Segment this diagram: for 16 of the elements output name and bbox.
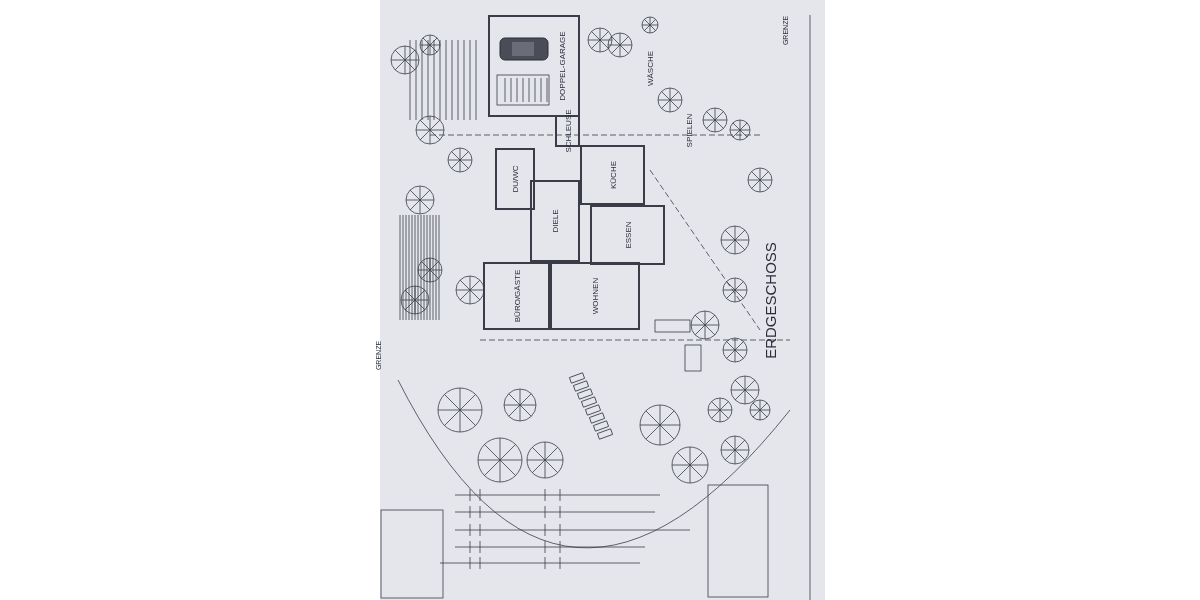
room-outline bbox=[530, 180, 580, 262]
room-outline bbox=[590, 205, 665, 265]
room-label: DIELE bbox=[550, 209, 560, 233]
room-outline bbox=[483, 262, 550, 330]
area-label: SPIELEN bbox=[685, 113, 695, 147]
room-label: ESSEN bbox=[623, 221, 632, 249]
plan-title: ERDGESCHOSS bbox=[761, 241, 779, 359]
room-label: KÜCHE bbox=[608, 161, 617, 189]
area-label: WÄSCHE bbox=[645, 50, 655, 86]
room-outline bbox=[495, 148, 535, 210]
room-outline bbox=[550, 262, 640, 330]
room-label: WOHNEN bbox=[590, 277, 600, 315]
room-label: DOPPEL-GARAGE bbox=[557, 31, 567, 101]
room-outline bbox=[580, 145, 645, 205]
room-label: BÜRO/GÄSTE bbox=[512, 269, 521, 323]
room-label: DU/WC bbox=[510, 165, 520, 193]
